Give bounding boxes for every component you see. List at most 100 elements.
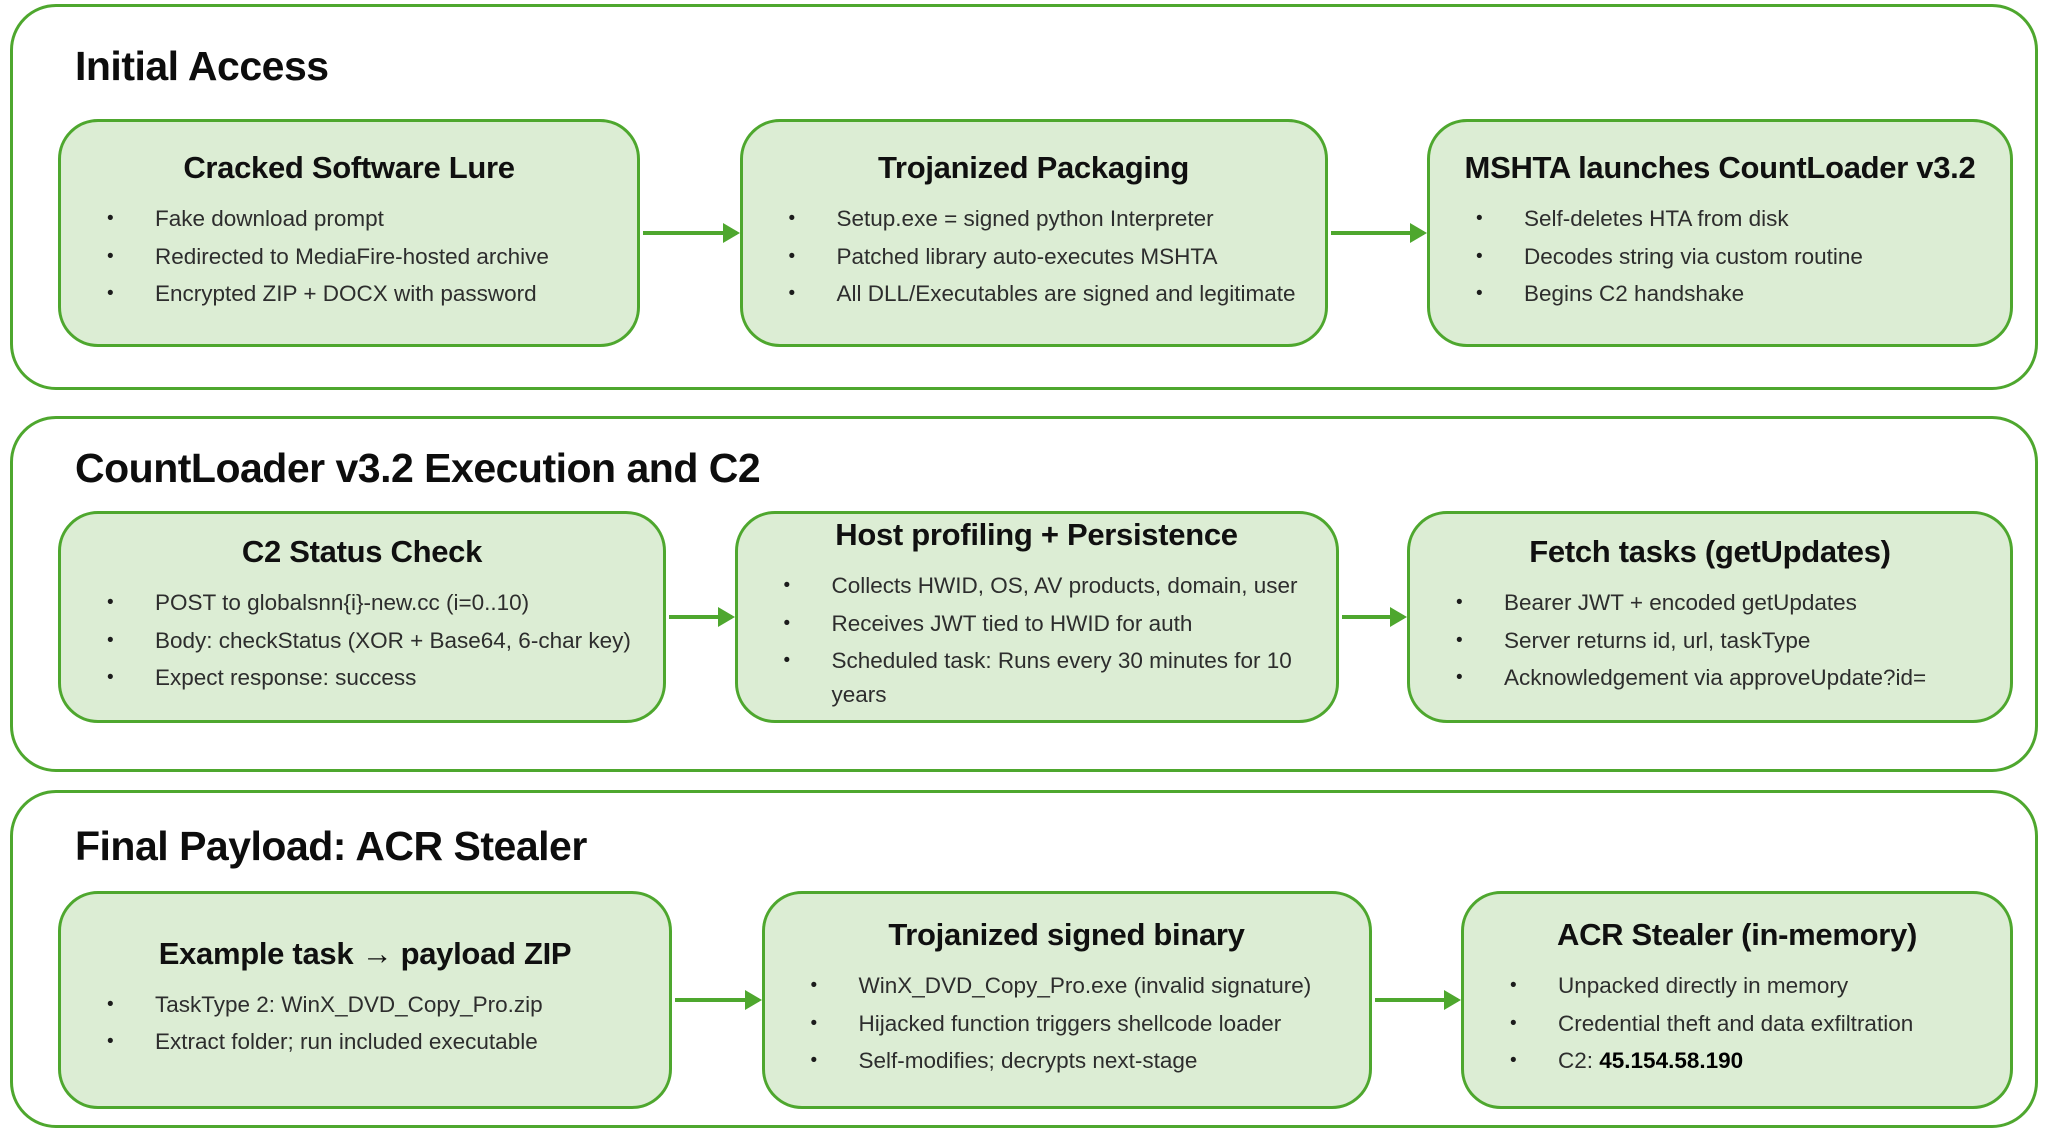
bullet-item: • Credential theft and data exfiltration <box>1510 1007 1984 1041</box>
bullet-item: • POST to globalsnn{i}-new.cc (i=0..10) <box>107 586 637 620</box>
right-arrow-icon <box>1341 615 1404 619</box>
node-title: ACR Stealer (in-memory) <box>1556 917 1917 952</box>
node-title: C2 Status Check <box>241 534 483 569</box>
bullet-text: Fake download prompt <box>155 205 384 231</box>
bullet-dot: • <box>107 591 114 613</box>
bullet-dot: • <box>107 629 114 651</box>
bullet-item: • Acknowledgement via approveUpdate?id= <box>1456 661 1984 695</box>
bullet-dot: • <box>1476 207 1483 229</box>
c2-ip-address: 45.154.58.190 <box>1599 1048 1744 1074</box>
bullet-text: Bearer JWT + encoded getUpdates <box>1504 589 1857 615</box>
bullet-item: •Scheduled task: Runs every 30 minutes f… <box>784 644 1310 712</box>
section-countloader-execution: CountLoader v3.2 Execution and C2 C2 Sta… <box>10 416 2038 772</box>
bullet-item: •All DLL/Executables are signed and legi… <box>789 277 1299 311</box>
bullet-item: • Begins C2 handshake <box>1476 277 1984 311</box>
bullet-item: •Patched library auto-executes MSHTA <box>789 240 1299 274</box>
bullet-dot: • <box>1456 629 1463 651</box>
flow-row: Cracked Software Lure • Fake download pro… <box>58 119 2013 347</box>
bullet-text: POST to globalsnn{i}-new.cc (i=0..10) <box>155 589 530 615</box>
bullet-item: • Self-modifies; decrypts next-stage <box>811 1044 1343 1078</box>
bullet-dot: • <box>783 612 791 634</box>
bullet-dot: • <box>1476 283 1483 305</box>
node-trojanized-signed-binary: Trojanized signed binary •WinX_DVD_Copy_… <box>761 891 1372 1109</box>
bullet-dot: • <box>107 207 114 229</box>
node-fetch-tasks-getupdates: Fetch tasks (getUpdates) • Bearer JWT + e… <box>1407 511 2013 723</box>
bullet-dot: • <box>1476 245 1483 267</box>
bullet-list: •Setup.exe = signed python Interpreter •… <box>769 198 1299 315</box>
bullet-item: • Extract folder; run included executable <box>107 1025 643 1059</box>
bullet-text: Hijacked function triggers shellcode loa… <box>858 1010 1282 1036</box>
bullet-text: Credential theft and data exfiltration <box>1558 1010 1914 1036</box>
bullet-item: • Receives JWT tied to HWID for auth <box>784 607 1310 641</box>
node-title: Trojanized Packaging <box>878 150 1189 185</box>
bullet-item: •Decodes string via custom routine <box>1476 240 1984 274</box>
bullet-item: •Hijacked function triggers shellcode lo… <box>811 1007 1343 1041</box>
bullet-dot: • <box>107 245 114 267</box>
node-title: Fetch tasks (getUpdates) <box>1529 534 1891 569</box>
bullet-text: Self-deletes HTA from disk <box>1524 205 1789 231</box>
node-trojanized-packaging: Trojanized Packaging •Setup.exe = signed… <box>739 119 1328 347</box>
section-final-payload: Final Payload: ACR Stealer Example task … <box>10 790 2038 1128</box>
right-arrow-icon <box>1330 231 1424 235</box>
bullet-item: • Unpacked directly in memory <box>1510 969 1984 1003</box>
node-cracked-software-lure: Cracked Software Lure • Fake download pro… <box>58 119 640 347</box>
bullet-dot: • <box>783 574 791 596</box>
bullet-dot: • <box>1510 974 1517 996</box>
bullet-dot: • <box>1510 1050 1517 1072</box>
bullet-text: Redirected to MediaFire-hosted archive <box>155 243 549 269</box>
node-mshta-launches-countloader: MSHTA launches CountLoader v3.2 • Self-de… <box>1427 119 2013 347</box>
bullet-text: Patched library auto-executes MSHTA <box>836 243 1218 269</box>
bullet-text: Extract folder; run included executable <box>155 1029 538 1055</box>
section-initial-access: Initial Access Cracked Software Lure • Fa… <box>10 4 2038 390</box>
bullet-item: •Server returns id, url, taskType <box>1456 624 1984 658</box>
bullet-dot: • <box>1456 591 1463 613</box>
node-title: Cracked Software Lure <box>183 150 515 185</box>
bullet-dot: • <box>107 283 114 305</box>
section-title: Initial Access <box>75 43 329 89</box>
node-host-profiling-persistence: Host profiling + Persistence •Collects H… <box>734 511 1339 723</box>
bullet-text: Begins C2 handshake <box>1524 281 1745 307</box>
bullet-list: • Fake download prompt • Redirected to Med… <box>87 198 611 315</box>
bullet-list: • TaskType 2: WinX_DVD_Copy_Pro.zip • Extr… <box>87 984 643 1064</box>
bullet-dot: • <box>783 650 791 672</box>
c2-label: C2: <box>1558 1048 1600 1074</box>
bullet-text: Self-modifies; decrypts next-stage <box>858 1048 1198 1074</box>
bullet-list: • Unpacked directly in memory • Credential… <box>1490 965 1984 1082</box>
section-title: Final Payload: ACR Stealer <box>75 823 587 869</box>
bullet-text: Body: checkStatus (XOR + Base64, 6-char … <box>155 627 631 653</box>
right-arrow-icon <box>1374 998 1458 1002</box>
bullet-dot: • <box>107 993 114 1015</box>
bullet-item: • Fake download prompt <box>107 202 611 236</box>
node-example-task-payload-zip: Example task → payload ZIP •TaskType 2: … <box>58 891 672 1109</box>
bullet-item: •Collects HWID, OS, AV products, domain,… <box>784 569 1310 603</box>
right-arrow-icon <box>643 231 737 235</box>
bullet-dot: • <box>1510 1012 1517 1034</box>
node-title: Host profiling + Persistence <box>835 517 1238 553</box>
bullet-dot: • <box>107 1031 114 1053</box>
bullet-item: • TaskType 2: WinX_DVD_Copy_Pro.zip <box>107 988 643 1022</box>
flow-row: Example task → payload ZIP •TaskType 2: … <box>58 891 2013 1109</box>
bullet-list: •Collects HWID, OS, AV products, domain,… <box>764 565 1310 716</box>
bullet-list: • Bearer JWT + encoded getUpdates •Server… <box>1436 582 1984 699</box>
right-arrow-icon <box>669 615 732 619</box>
node-title: MSHTA launches CountLoader v3.2 <box>1464 150 1976 185</box>
bullet-item: • Bearer JWT + encoded getUpdates <box>1456 586 1984 620</box>
bullet-item: • Expect response: success <box>107 661 637 695</box>
bullet-item: • Self-deletes HTA from disk <box>1476 202 1984 236</box>
bullet-text: Receives JWT tied to HWID for auth <box>831 610 1193 636</box>
bullet-dot: • <box>1456 667 1463 689</box>
bullet-text: Unpacked directly in memory <box>1558 972 1849 998</box>
bullet-text: Acknowledgement via approveUpdate?id= <box>1504 665 1927 691</box>
bullet-item: •WinX_DVD_Copy_Pro.exe (invalid signatur… <box>811 969 1343 1003</box>
bullet-dot: • <box>810 1050 818 1072</box>
bullet-list: • Self-deletes HTA from disk •Decodes str… <box>1456 198 1984 315</box>
bullet-text: C2: 45.154.58.190 <box>1558 1044 1984 1078</box>
bullet-list: • WinX_DVD_Copy_Pro.exe (invalid signatur… <box>791 965 1343 1082</box>
bullet-text: All DLL/Executables are signed and legit… <box>836 281 1296 307</box>
bullet-text: TaskType 2: WinX_DVD_Copy_Pro.zip <box>155 991 543 1017</box>
bullet-text: Expect response: success <box>155 665 417 691</box>
bullet-dot: • <box>107 667 114 689</box>
bullet-text: Encrypted ZIP + DOCX with password <box>155 281 537 307</box>
bullet-text: WinX_DVD_Copy_Pro.exe (invalid signature… <box>858 972 1312 998</box>
